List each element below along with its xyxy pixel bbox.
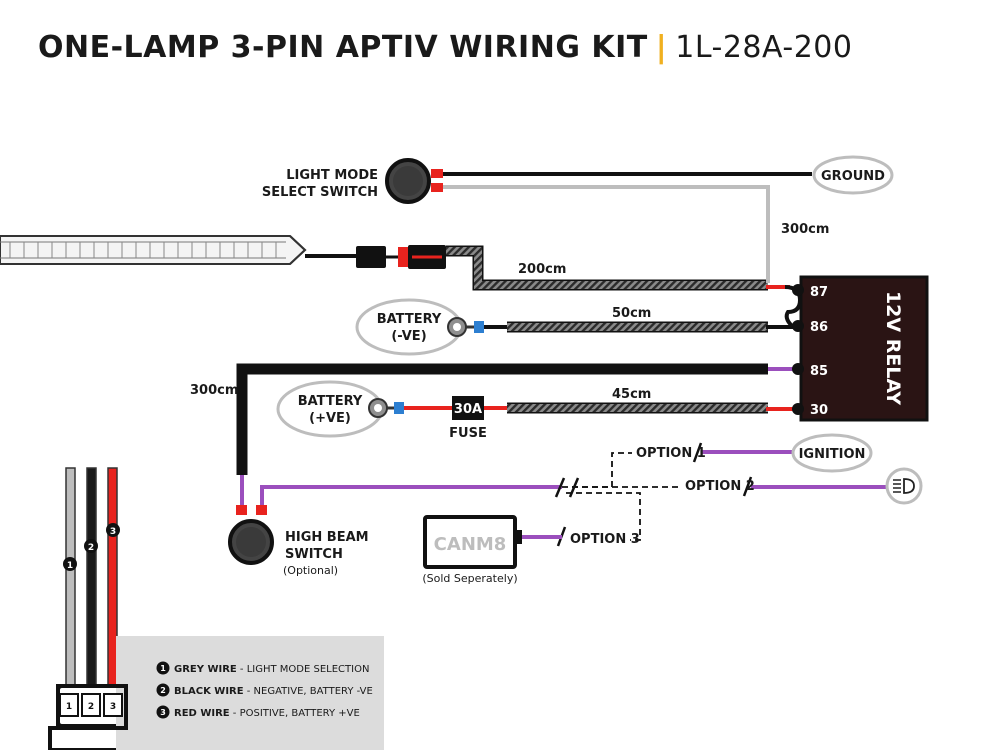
wire-red	[107, 467, 118, 691]
title-text: ONE-LAMP 3-PIN APTIV WIRING KIT	[38, 30, 648, 65]
fuse-holder	[452, 396, 484, 420]
legend-number-2: 2	[160, 686, 166, 695]
fuse-label: FUSE	[449, 426, 487, 441]
fuse-rating: 30A	[454, 402, 482, 417]
pin-number-2: 2	[88, 702, 94, 712]
battery-pos-label-2: (+VE)	[309, 411, 351, 426]
option1-label: OPTION 1	[636, 446, 706, 461]
option2-break-left	[554, 477, 566, 498]
wire-grey	[65, 467, 76, 691]
pin-87: 87	[810, 285, 828, 300]
wire-badge-2	[84, 539, 98, 553]
mode-switch-label-1: LIGHT MODE	[286, 168, 378, 183]
pin-number-3: 3	[110, 702, 116, 712]
mode-switch-terminal-bottom	[431, 183, 443, 192]
pin-number-1: 1	[66, 702, 72, 712]
ground-label: GROUND	[821, 169, 885, 184]
relay-label: 12V RELAY	[882, 291, 904, 405]
light-mode-switch[interactable]	[385, 158, 431, 204]
legend-row-1: GREY WIRE - LIGHT MODE SELECTION	[174, 664, 369, 675]
len-45: 45cm	[612, 387, 651, 402]
pin-86: 86	[810, 320, 828, 335]
wire-number-3: 3	[110, 527, 116, 537]
len-300-top: 300cm	[781, 222, 829, 237]
option1-break	[692, 442, 703, 463]
hb-switch-terminal-right	[256, 505, 267, 515]
option2-wire-left	[260, 485, 562, 505]
option3-dashed	[566, 492, 641, 541]
ignition-label: IGNITION	[799, 447, 866, 462]
pin-30: 30	[810, 403, 828, 418]
battery-pos-oval	[276, 380, 384, 438]
ignition-terminal	[791, 433, 873, 473]
high-beam-label-1: HIGH BEAM	[285, 530, 369, 545]
len-50: 50cm	[612, 306, 651, 321]
wire-black	[86, 467, 97, 691]
crimp-pos	[394, 402, 404, 414]
pin-85: 85	[810, 364, 828, 379]
relay-pin-87-dot	[792, 284, 804, 296]
page-title: ONE-LAMP 3-PIN APTIV WIRING KIT|1L-28A-2…	[38, 30, 852, 65]
legend-name-2: BLACK WIRE	[174, 686, 244, 697]
battery-neg-label-2: (-VE)	[391, 329, 426, 344]
lamp-connector-male[interactable]	[356, 246, 386, 268]
legend-row-2: BLACK WIRE - NEGATIVE, BATTERY -VE	[174, 686, 373, 697]
canm8-label: CANM8	[434, 534, 507, 555]
optional-label: (Optional)	[283, 564, 338, 577]
option2-break-right	[742, 476, 753, 497]
wire-number-2: 2	[88, 543, 94, 553]
option1-dashed	[562, 452, 632, 488]
legend-desc-1: - LIGHT MODE SELECTION	[237, 664, 370, 675]
battery-neg-oval	[355, 298, 463, 356]
legend-number-3: 3	[160, 708, 166, 717]
battery-pos-label-1: BATTERY	[298, 394, 363, 409]
headlight-icon	[885, 467, 923, 505]
high-beam-switch[interactable]	[228, 519, 274, 565]
option2-label: OPTION 2	[685, 479, 755, 494]
lamp-connector-seal	[398, 247, 408, 267]
ground-terminal	[812, 155, 894, 195]
relay-body	[799, 275, 929, 422]
legend-name-1: GREY WIRE	[174, 664, 237, 675]
relay-pin-85-dot	[792, 363, 804, 375]
mode-switch-label-2: SELECT SWITCH	[262, 185, 378, 200]
legend-number-1: 1	[160, 664, 166, 673]
part-number: 1L-28A-200	[675, 30, 853, 65]
option3-label: OPTION 3	[570, 532, 640, 547]
legend-desc-2: - NEGATIVE, BATTERY -VE	[244, 686, 373, 697]
relay-pin-30-dot	[792, 403, 804, 415]
legend-name-3: RED WIRE	[174, 708, 230, 719]
wire-badge-3	[106, 523, 120, 537]
grey-wire	[443, 185, 770, 283]
mode-switch-terminal-top	[431, 169, 443, 178]
hb-switch-terminal-left	[236, 505, 247, 515]
wire-number-1: 1	[67, 561, 73, 571]
title-separator: |	[655, 30, 668, 65]
len-300-left: 300cm	[190, 383, 238, 398]
relay-pin-86-dot	[792, 320, 804, 332]
loom-300cm	[236, 363, 768, 475]
legend-desc-3: - POSITIVE, BATTERY +VE	[230, 708, 360, 719]
legend-row-3: RED WIRE - POSITIVE, BATTERY +VE	[174, 708, 360, 719]
crimp-neg	[474, 321, 484, 333]
high-beam-label-2: SWITCH	[285, 547, 343, 562]
light-bar	[0, 235, 307, 265]
loom-200cm	[446, 245, 768, 291]
wire-badge-1	[63, 557, 77, 571]
battery-neg-label-1: BATTERY	[377, 312, 442, 327]
len-200: 200cm	[518, 262, 566, 277]
sold-separately-label: (Sold Seperately)	[422, 572, 517, 585]
